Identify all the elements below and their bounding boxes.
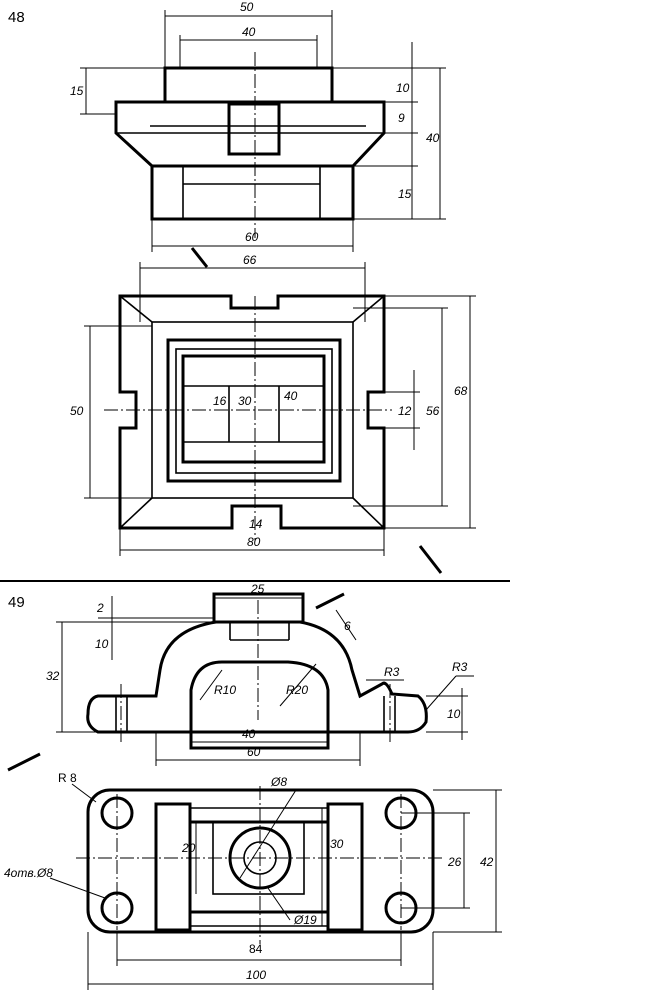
p49-dim-30: 30 [330, 837, 344, 851]
p49-dim-40: 40 [242, 727, 256, 741]
p49-dim-20: 20 [181, 841, 196, 855]
p49-front-view [86, 592, 428, 750]
p48-front-dimensions: 50 40 15 10 9 40 15 60 [70, 0, 446, 252]
p48-top-dimensions: 66 50 16 30 40 12 56 68 14 80 [70, 253, 476, 556]
p49-dim-diameter-19: Ø19 [293, 913, 317, 927]
problem-number-48: 48 [8, 9, 25, 26]
p49-dim-32: 32 [46, 669, 60, 683]
p48-dim-66: 66 [243, 253, 257, 267]
problem-number-49: 49 [8, 594, 25, 611]
p48-dim-40: 40 [242, 25, 256, 39]
p49-dim-R8: R 8 [58, 771, 77, 785]
stray-pencil-mark [7, 752, 41, 772]
p48-dim-50: 50 [240, 0, 254, 14]
p49-top-view [76, 786, 445, 944]
p49-dim-6: 6 [344, 619, 351, 633]
stray-pencil-mark [315, 592, 345, 610]
p48-dim-15-right: 15 [398, 187, 412, 201]
p48-dim-16: 16 [213, 394, 227, 408]
p49-dim-60: 60 [247, 745, 261, 759]
p49-dim-10-right: 10 [447, 707, 461, 721]
stray-pencil-mark [418, 545, 443, 574]
stray-pencil-mark [190, 247, 209, 268]
p49-dim-R3-left: R3 [384, 665, 400, 679]
p48-dim-56: 56 [426, 404, 440, 418]
p49-dim-84: 84 [249, 942, 263, 956]
p48-dim-12: 12 [398, 404, 412, 418]
p49-dim-42: 42 [480, 855, 494, 869]
p48-dim-80: 80 [247, 535, 261, 549]
p48-dim-60: 60 [245, 230, 259, 244]
p48-dim-10: 10 [396, 81, 410, 95]
p48-dim-40-top: 40 [284, 389, 298, 403]
p48-dim-68: 68 [454, 384, 468, 398]
p49-dim-R20: R20 [286, 683, 308, 697]
p49-dim-R3-right: R3 [452, 660, 468, 674]
p48-front-view [114, 52, 386, 238]
p48-dim-50-left: 50 [70, 404, 84, 418]
p49-dim-10-top: 10 [95, 637, 109, 651]
p49-dim-4-holes-diameter-8: 4отв.Ø8 [4, 866, 53, 880]
p49-dim-100: 100 [246, 968, 266, 982]
p49-top-dimensions: R 8 Ø8 20 30 26 42 4отв.Ø8 Ø19 84 100 [4, 771, 502, 990]
p49-front-dimensions: 25 2 10 32 6 R10 R20 R3 R3 10 40 60 [46, 582, 474, 766]
p49-dim-2: 2 [96, 601, 104, 615]
p49-dim-26: 26 [447, 855, 462, 869]
p48-dim-15-left: 15 [70, 84, 84, 98]
p48-dim-14: 14 [249, 517, 263, 531]
p48-top-view [104, 294, 392, 540]
p48-dim-30: 30 [238, 394, 252, 408]
p49-dim-R10: R10 [214, 683, 236, 697]
p48-dim-40-right: 40 [426, 131, 440, 145]
p48-dim-9: 9 [398, 111, 405, 125]
p49-dim-diameter-8-bore: Ø8 [270, 775, 287, 789]
p49-dim-25: 25 [250, 582, 265, 596]
